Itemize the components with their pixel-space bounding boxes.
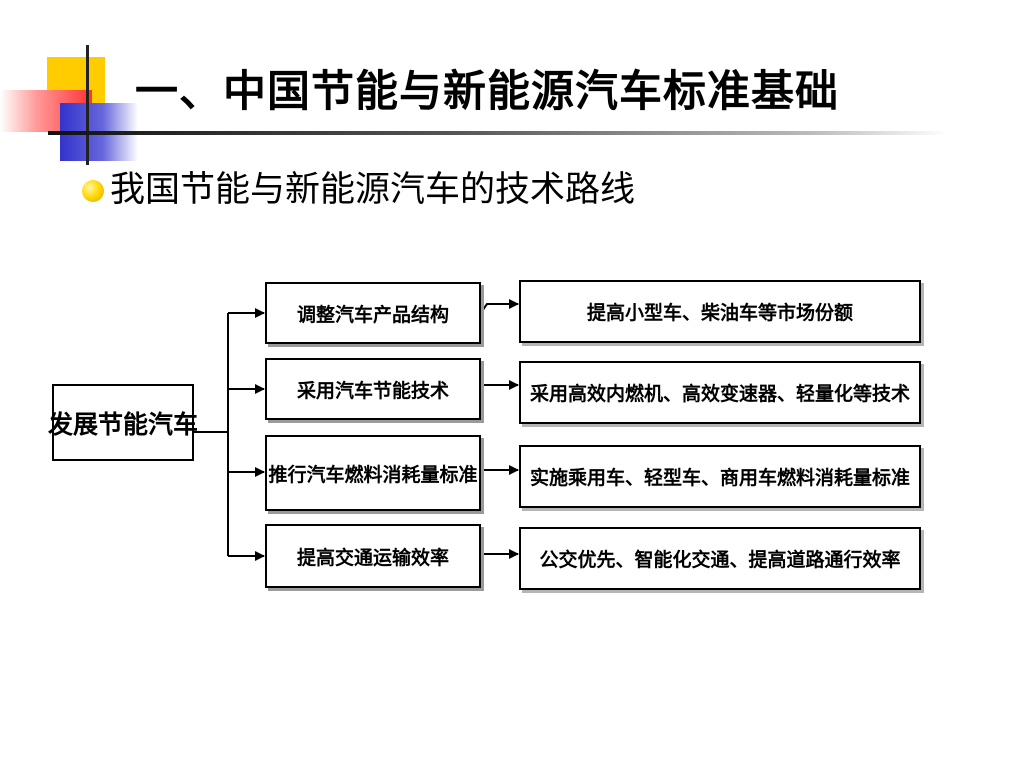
slide-title: 一、中国节能与新能源汽车标准基础 (135, 67, 839, 117)
result-node-1: 提高小型车、柴油车等市场份额 (519, 280, 921, 343)
measure-node-2: 采用汽车节能技术 (265, 358, 481, 420)
measure-node-1: 调整汽车产品结构 (265, 282, 481, 344)
title-underline (48, 131, 948, 135)
result-node-2: 采用高效内燃机、高效变速器、轻量化等技术 (519, 361, 921, 424)
root-node: 发展节能汽车 (48, 384, 198, 461)
title-ornament-vertical-line (86, 45, 89, 165)
bullet-icon (82, 180, 104, 202)
result-node-4: 公交优先、智能化交通、提高道路通行效率 (519, 527, 921, 590)
measure-node-4: 提高交通运输效率 (265, 524, 481, 588)
arrow-to-result-1 (479, 299, 519, 315)
result-node-3: 实施乘用车、轻型车、商用车燃料消耗量标准 (519, 445, 921, 508)
measure-node-3: 推行汽车燃料消耗量标准 (265, 435, 481, 511)
bullet-text: 我国节能与新能源汽车的技术路线 (110, 170, 636, 210)
